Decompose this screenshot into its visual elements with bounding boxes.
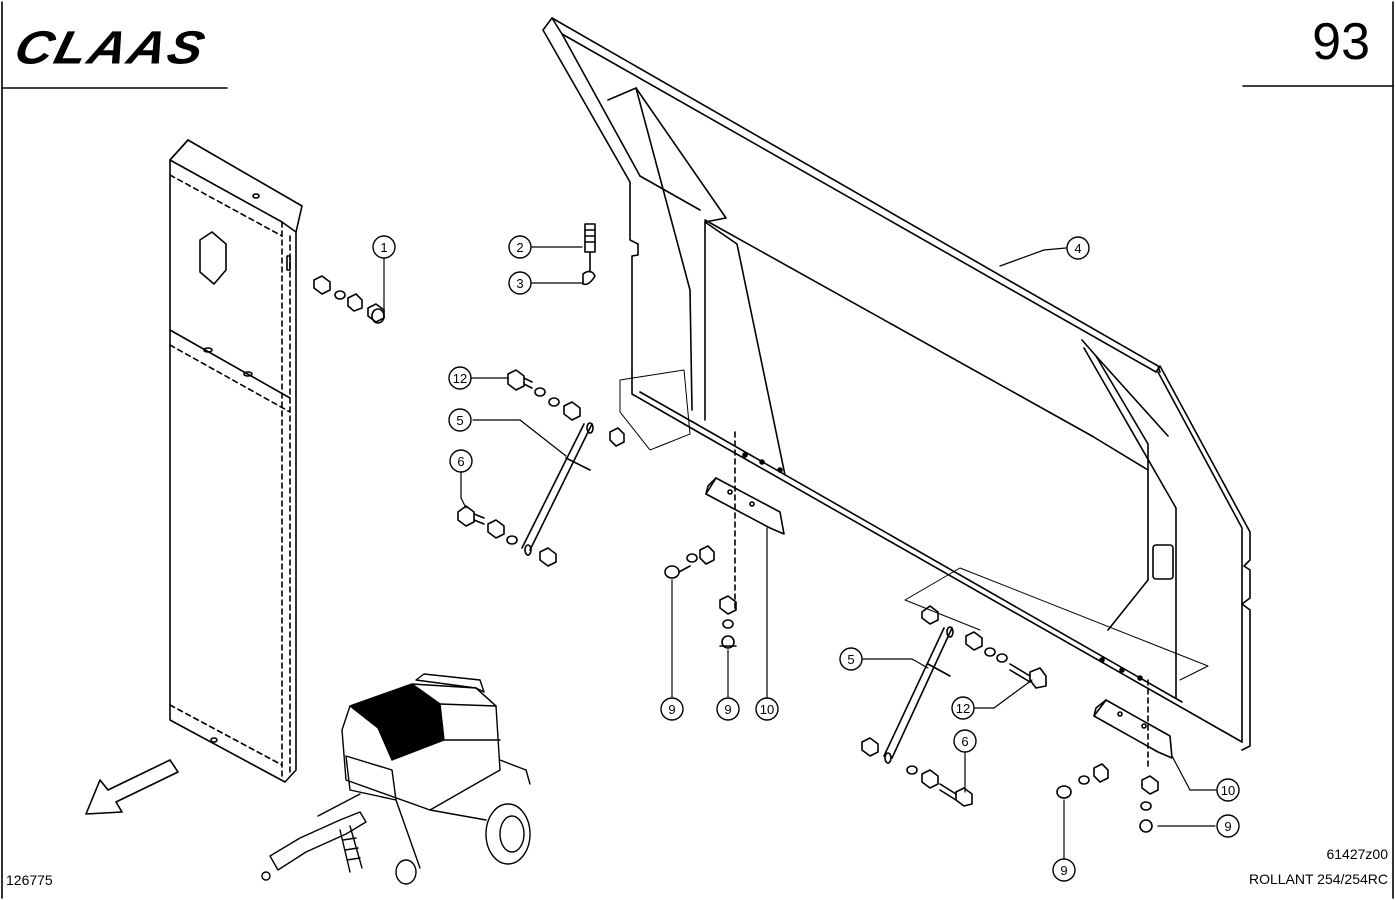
hinge-bracket-lower	[1093, 699, 1173, 759]
model-name: ROLLANT 254/254RC	[1248, 871, 1388, 887]
side-panel	[169, 139, 303, 783]
door-frame	[542, 17, 1251, 771]
callout-10-upper: 10	[760, 702, 774, 717]
callout-3: 3	[516, 276, 523, 291]
bolt-group-12-lower	[921, 605, 1047, 689]
callout-12-lower: 12	[956, 701, 970, 716]
callout-9-b: 9	[724, 702, 731, 717]
callout-9-c: 9	[1224, 819, 1231, 834]
drawing-code: 61427z00	[1326, 846, 1388, 862]
callout-5-upper: 5	[456, 413, 463, 428]
sheet-code-left: 126775	[6, 872, 53, 888]
leader-lines	[383, 246, 1217, 859]
callout-4: 4	[1074, 241, 1081, 256]
bolt-group-9-right	[1056, 763, 1159, 833]
callout-6-lower: 6	[961, 734, 968, 749]
callout-2: 2	[516, 240, 523, 255]
bolt-group-12-upper	[507, 369, 625, 447]
callout-12-upper: 12	[453, 371, 467, 386]
callout-9-d: 9	[1060, 863, 1067, 878]
page-number: 93	[1312, 13, 1370, 71]
callout-circles	[372, 235, 1240, 882]
callout-10-lower: 10	[1221, 783, 1235, 798]
gas-strut-upper	[521, 422, 594, 556]
callout-9-a: 9	[668, 702, 675, 717]
callout-6-upper: 6	[457, 454, 464, 469]
callout-1: 1	[380, 240, 387, 255]
bolt-group-6-lower	[861, 737, 973, 807]
bolt-group-9-left	[664, 545, 737, 649]
callout-5-lower: 5	[847, 652, 854, 667]
bolt-group-6-upper	[457, 505, 557, 567]
travel-direction-arrow	[85, 759, 179, 815]
spring-and-hook	[582, 223, 596, 286]
baler-machine-thumbnail	[261, 673, 531, 885]
callout-labels: 1 2 3 4 5 5 6 6 9 9 9 9 10 10 12 12	[380, 240, 1235, 878]
bolt-group-1	[313, 275, 385, 324]
hinge-bracket-upper	[705, 477, 785, 535]
gas-strut-lower	[883, 626, 954, 764]
